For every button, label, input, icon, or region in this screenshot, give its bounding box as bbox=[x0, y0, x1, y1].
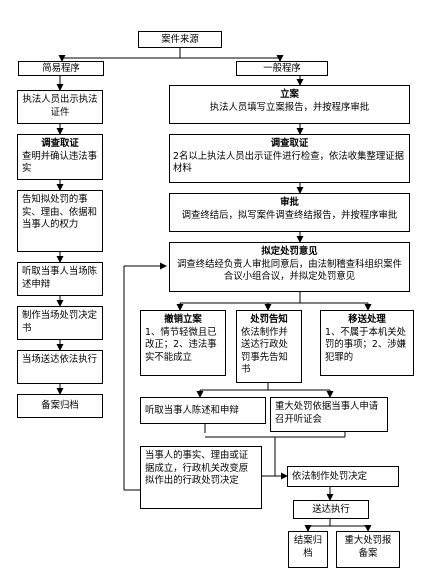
revoke-filing-heading: 撤销立案 bbox=[164, 314, 202, 325]
simple-procedure-title: 简易程序 bbox=[18, 61, 104, 76]
general-step-penalty-opinion: 拟定处罚意见 调查终结经负责人审批同意后，由法制稽查科组织案件合议小组合议，并拟… bbox=[169, 242, 410, 292]
deliver-box: 送达执行 bbox=[293, 500, 369, 519]
transfer-heading: 移送处理 bbox=[348, 314, 386, 325]
simple-step-archive-text: 备案归档 bbox=[41, 400, 79, 411]
reasons-established-box: 当事人的事实、理由或证据成立，行政机关改变原拟作出的行政处罚决定 bbox=[140, 446, 262, 509]
review-text: 调查终结后，拟写案件调查终结报告，并按程序审批 bbox=[181, 209, 398, 221]
hearing-text: 重大处罚依据当事人申请召开听证会 bbox=[275, 401, 379, 425]
deliver-text: 送达执行 bbox=[312, 504, 350, 515]
outcome-transfer: 移送处理 1、不属于本机关处罚的事项；2、涉嫌犯罪的 bbox=[320, 310, 414, 376]
investigation-text: 2名以上执法人员出示证件进行检查，依法收集整理证据材料 bbox=[173, 150, 404, 175]
penalty-opinion-text: 调查终结经负责人审批同意后，由法制稽查科组织案件合议小组合议，并拟定处罚意见 bbox=[176, 258, 402, 283]
outcome-penalty-notice: 处罚告知 依法制作并送达行政处罚事先告知书 bbox=[236, 310, 302, 383]
penalty-opinion-heading: 拟定处罚意见 bbox=[261, 246, 318, 257]
simple-step-show-credentials: 执法人员出示执法证件 bbox=[17, 90, 103, 124]
major-penalty-filing-text: 重大处罚报备案 bbox=[344, 535, 392, 559]
penalty-notice-heading: 处罚告知 bbox=[250, 314, 288, 325]
case-source-label: 案件来源 bbox=[161, 34, 199, 45]
hear-defense-box: 听取当事人陈述和申辩 bbox=[140, 397, 266, 424]
simple-step-make-decision-text: 制作当场处罚决定书 bbox=[22, 310, 98, 334]
simple-step-show-credentials-text: 执法人员出示执法证件 bbox=[22, 94, 98, 118]
close-case-box: 结案归档 bbox=[288, 531, 328, 568]
decision-box: 依法制作处罚决定 bbox=[287, 466, 399, 487]
general-procedure-label: 一般程序 bbox=[263, 63, 301, 74]
general-step-review: 审批 调查终结后，拟写案件调查终结报告，并按程序审批 bbox=[169, 193, 410, 232]
case-source-box: 案件来源 bbox=[138, 31, 222, 48]
general-step-investigation: 调查取证 2名以上执法人员出示证件进行检查，依法收集整理证据材料 bbox=[169, 134, 410, 183]
decision-text: 依法制作处罚决定 bbox=[292, 471, 368, 482]
reasons-established-text: 当事人的事实、理由或证据成立，行政机关改变原拟作出的行政处罚决定 bbox=[145, 450, 249, 486]
filing-heading: 立案 bbox=[280, 89, 299, 100]
simple-step-archive: 备案归档 bbox=[17, 394, 103, 418]
simple-investigation-heading: 调查取证 bbox=[41, 138, 79, 149]
outcome-revoke-filing: 撤销立案 1、情节轻微且已改正；2、违法事实不能成立 bbox=[140, 310, 226, 376]
penalty-notice-text: 依法制作并送达行政处罚事先告知书 bbox=[241, 326, 288, 376]
simple-step-deliver: 当场送达依法执行 bbox=[17, 350, 103, 384]
simple-investigation-text: 查明并确认违法事实 bbox=[22, 150, 98, 175]
simple-step-investigation: 调查取证 查明并确认违法事实 bbox=[17, 134, 103, 180]
investigation-heading: 调查取证 bbox=[270, 138, 309, 149]
hearing-box: 重大处罚依据当事人申请召开听证会 bbox=[270, 397, 388, 432]
major-penalty-filing-box: 重大处罚报备案 bbox=[336, 531, 400, 568]
review-heading: 审批 bbox=[280, 197, 299, 208]
simple-procedure-label: 简易程序 bbox=[42, 63, 80, 74]
general-step-filing: 立案 执法人员填写立案报告，并按程序审批 bbox=[169, 85, 410, 124]
filing-text: 执法人员填写立案报告，并按程序审批 bbox=[209, 101, 370, 113]
simple-step-notify: 告知拟处罚的事实、理由、依据和当事人的权力 bbox=[17, 190, 103, 252]
general-procedure-title: 一般程序 bbox=[236, 61, 328, 76]
simple-step-hear-statement-text: 听取当事人当场陈述申辩 bbox=[22, 266, 98, 290]
simple-step-deliver-text: 当场送达依法执行 bbox=[22, 354, 98, 365]
hear-defense-text: 听取当事人陈述和申辩 bbox=[145, 405, 239, 416]
simple-step-make-decision: 制作当场处罚决定书 bbox=[17, 306, 103, 340]
transfer-text: 1、不属于本机关处罚的事项；2、涉嫌犯罪的 bbox=[325, 326, 406, 363]
simple-step-hear-statement: 听取当事人当场陈述申辩 bbox=[17, 262, 103, 296]
simple-step-notify-text: 告知拟处罚的事实、理由、依据和当事人的权力 bbox=[22, 194, 98, 230]
close-case-text: 结案归档 bbox=[293, 535, 323, 559]
revoke-filing-text: 1、情节轻微且已改正；2、违法事实不能成立 bbox=[145, 326, 217, 363]
